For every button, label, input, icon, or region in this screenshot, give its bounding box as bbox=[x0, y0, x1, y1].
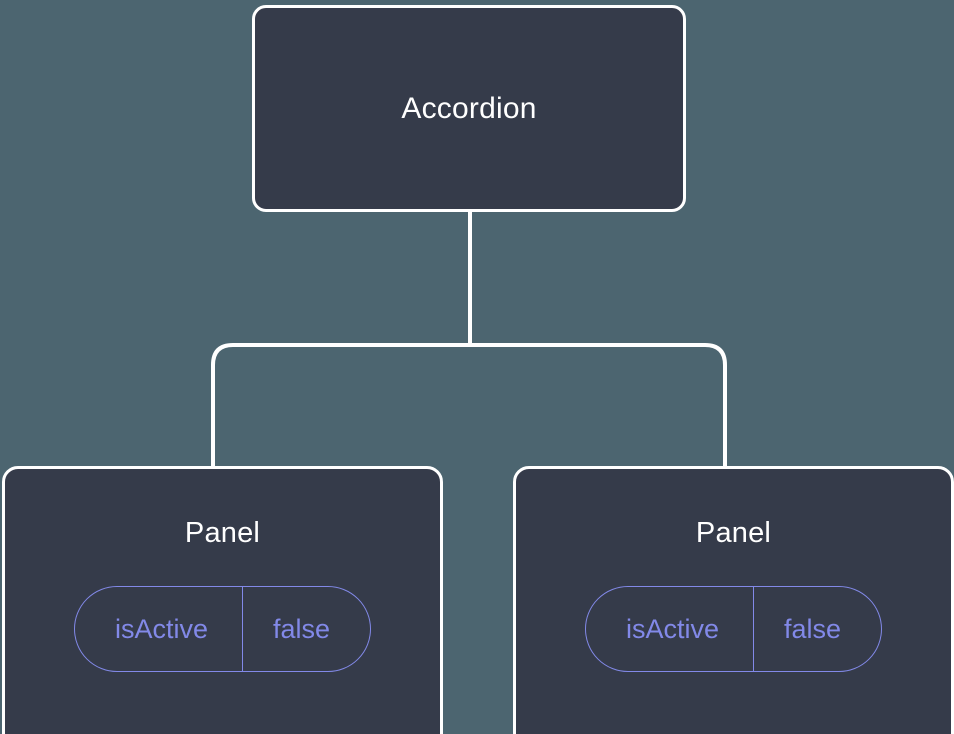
prop-key: isActive bbox=[625, 613, 719, 644]
node-accordion[interactable]: Accordion bbox=[252, 5, 686, 212]
prop-value: false bbox=[241, 587, 370, 671]
node-panel-right[interactable]: Panel isActive false bbox=[513, 466, 954, 734]
connector-branch-right bbox=[470, 343, 727, 470]
prop-badge-isactive[interactable]: isActive false bbox=[584, 586, 883, 672]
node-title: Accordion bbox=[401, 91, 537, 125]
prop-key: isActive bbox=[114, 613, 208, 644]
node-title: Panel bbox=[184, 517, 261, 549]
prop-badge-isactive[interactable]: isActive false bbox=[73, 586, 372, 672]
node-panel-left[interactable]: Panel isActive false bbox=[2, 466, 443, 734]
prop-value: false bbox=[752, 587, 881, 671]
node-title: Panel bbox=[695, 517, 772, 549]
connector-branch-left bbox=[211, 343, 470, 470]
